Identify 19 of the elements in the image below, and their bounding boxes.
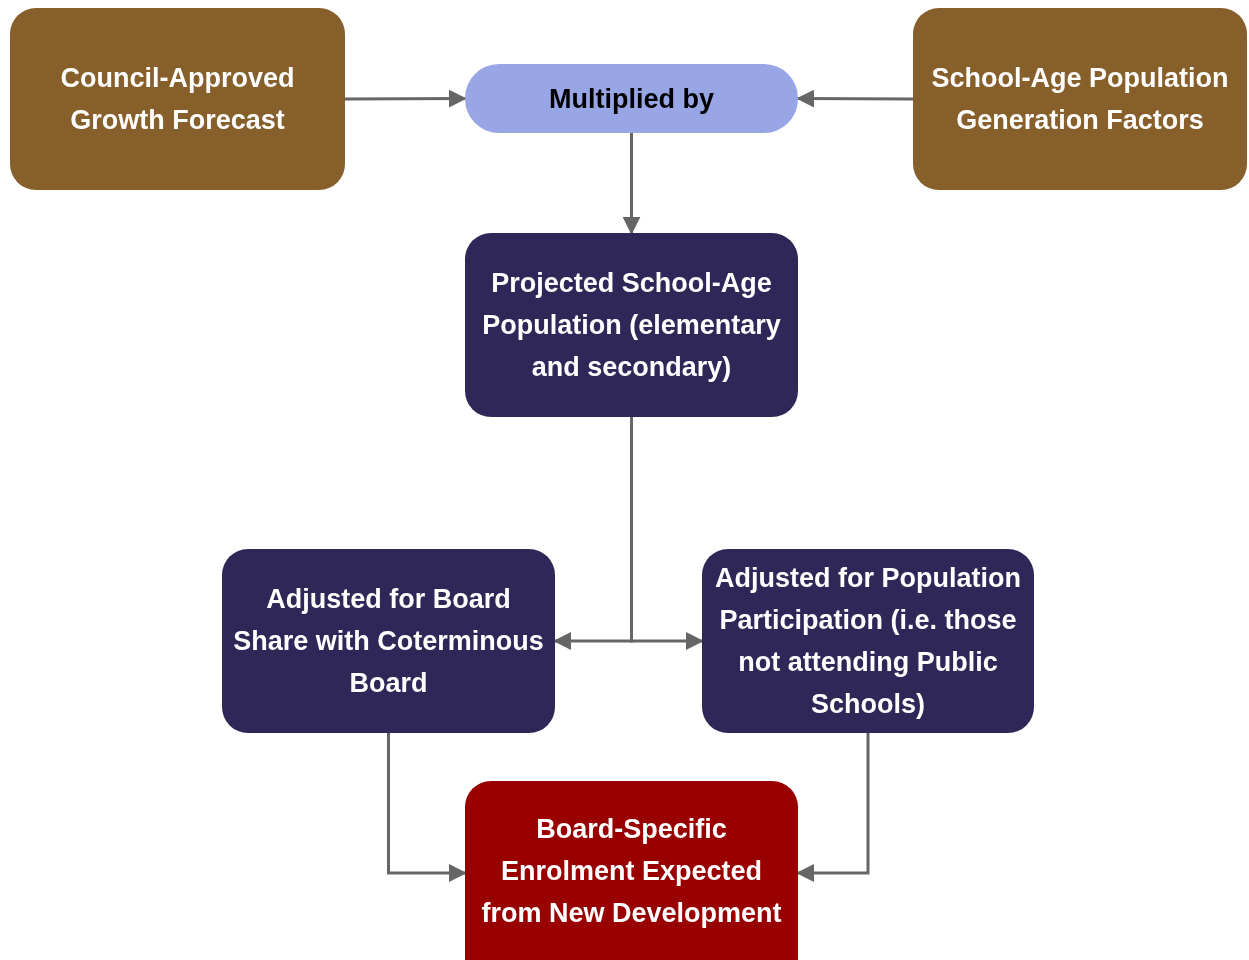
node-label: School-Age Population Generation Factors bbox=[930, 62, 1230, 137]
node-label: Adjusted for Board Share with Coterminous Board bbox=[232, 583, 545, 700]
node-label: Projected School-Age Population (elementary and secondary) bbox=[481, 267, 782, 384]
process-box bbox=[702, 549, 1034, 733]
arrow bbox=[387, 733, 467, 882]
process-box bbox=[913, 8, 1247, 190]
arrow bbox=[622, 133, 641, 235]
node-label: Council-Approved Growth Forecast bbox=[59, 62, 296, 137]
process-box bbox=[465, 233, 798, 417]
result-box bbox=[465, 781, 798, 960]
node-label: Multiplied by bbox=[549, 82, 714, 116]
node-label: Board-Specific Enrolment Expected from New Development bbox=[480, 812, 783, 930]
node-label: Adjusted for Population Participation (i.e. those not attending Public Schools) bbox=[714, 562, 1022, 721]
arrow bbox=[345, 89, 467, 108]
process-box bbox=[10, 8, 345, 190]
process-box bbox=[222, 549, 555, 733]
arrow bbox=[630, 417, 704, 650]
arrow bbox=[796, 733, 870, 882]
arrow bbox=[796, 89, 913, 108]
